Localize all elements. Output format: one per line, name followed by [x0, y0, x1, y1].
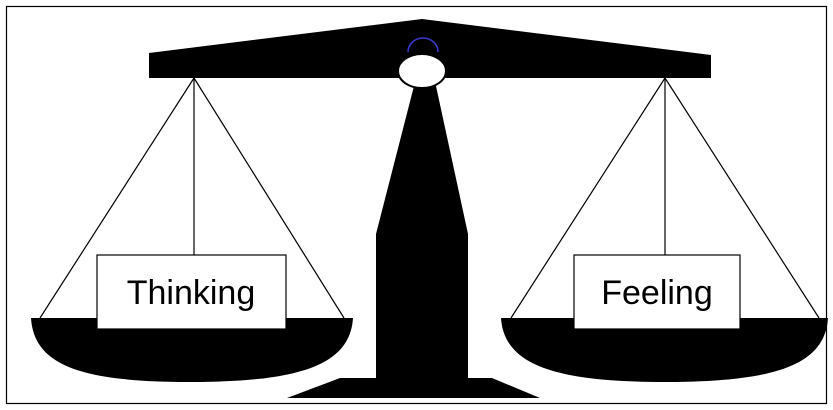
pivot-hub — [398, 54, 446, 88]
thinking-label: Thinking — [127, 274, 256, 312]
feeling-label: Feeling — [601, 274, 713, 312]
feeling-label-box: Feeling — [574, 255, 740, 329]
thinking-label-box: Thinking — [97, 255, 286, 329]
